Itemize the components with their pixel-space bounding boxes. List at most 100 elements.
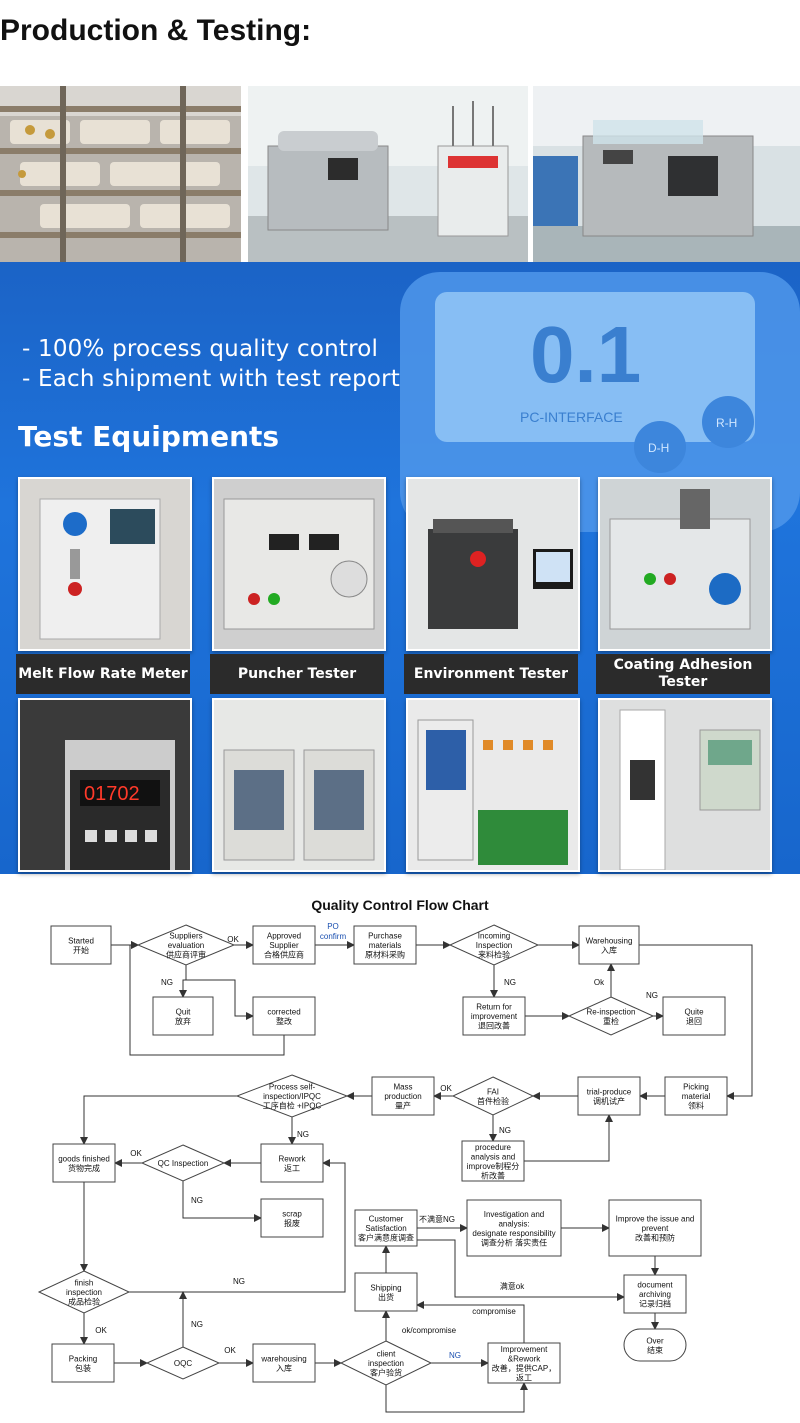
bullet-test-report: - Each shipment with test report <box>22 366 401 392</box>
flow-node-text: 量产 <box>395 1101 411 1111</box>
flow-edge <box>129 1159 346 1293</box>
photo-salt-spray <box>533 86 800 262</box>
meter-button-left: D-H <box>648 441 669 455</box>
flow-node-text: 退回改善 <box>478 1021 510 1031</box>
flow-node-text: document <box>637 1281 673 1290</box>
page-title: Production & Testing: <box>0 14 312 47</box>
flow-node-text: procedure <box>475 1143 512 1152</box>
flow-node-text: warehousing <box>260 1354 306 1363</box>
flow-node-text: Warehousing <box>586 936 633 945</box>
flow-node-text: 改善和预防 <box>635 1233 675 1243</box>
flow-edge-label: NG <box>646 991 658 1000</box>
flow-node-text: 报废 <box>284 1218 300 1228</box>
flow-edge-label: OK <box>95 1326 107 1335</box>
flow-node-text: Purchase <box>368 932 402 941</box>
flow-node-text: 返工 <box>516 1373 532 1382</box>
equipment-label-melt-flow: Melt Flow Rate Meter <box>16 654 190 694</box>
flow-node-text: 放弃 <box>175 1016 191 1026</box>
flow-edge-label: compromise <box>472 1307 516 1316</box>
flow-node-text: Inspection <box>476 941 512 950</box>
meter-interface-label: PC-INTERFACE <box>520 409 623 425</box>
section-title: Test Equipments <box>18 420 280 453</box>
equipment-label-puncher: Puncher Tester <box>210 654 384 694</box>
photo-parts-rack <box>0 86 241 262</box>
flow-node-text: improvement <box>471 1012 518 1021</box>
flow-node-text: inspection <box>368 1359 404 1368</box>
meter-reading: 0.1 <box>530 310 641 399</box>
flow-node-text: analysis and <box>471 1152 515 1161</box>
equipment-photo-bend-tester <box>406 698 580 872</box>
flow-node-text: Quite <box>684 1007 704 1016</box>
display-reading: 01702 <box>84 783 140 805</box>
flow-node-text: 入库 <box>276 1363 292 1373</box>
flow-node-text: Over <box>646 1336 664 1345</box>
flow-edge <box>385 1382 528 1413</box>
flow-edge <box>182 1181 262 1222</box>
flow-node-text: Started <box>68 936 94 945</box>
flow-edge-label: PO <box>327 922 339 931</box>
flow-node-text: Satisfaction <box>365 1224 406 1233</box>
flow-node-text: QC Inspection <box>158 1159 209 1168</box>
flow-node-text: 工序自检 +IPQC <box>263 1101 322 1111</box>
flow-node-text: FAI <box>487 1087 499 1096</box>
flow-node-text: materials <box>369 941 401 950</box>
flow-node-text: Return for <box>476 1003 512 1012</box>
flow-node-text: 合格供应商 <box>264 950 304 960</box>
flow-edge-label: ok/compromise <box>402 1326 457 1335</box>
flow-node-text: 供应商评审 <box>166 950 206 960</box>
flow-edge-label: NG <box>297 1130 309 1139</box>
flow-node-text: 客户满意度调查 <box>358 1233 414 1243</box>
flow-node-text: Supplier <box>269 941 299 950</box>
flow-node-text: corrected <box>267 1007 300 1016</box>
meter-button-right: R-H <box>716 416 737 430</box>
flow-node-text: finish <box>75 1279 94 1288</box>
flow-edge-label: NG <box>504 978 516 987</box>
multimeter-illustration: 0.1 PC-INTERFACE D-H R-H <box>400 272 800 532</box>
flow-edge <box>416 1301 525 1343</box>
flow-edge-label: NG <box>449 1351 461 1360</box>
flow-edge-label: NG <box>161 978 173 987</box>
flow-node-text: 首件检验 <box>477 1096 509 1106</box>
flowchart-title: Quality Control Flow Chart <box>311 897 489 913</box>
flow-node-text: inspection <box>66 1288 102 1297</box>
flow-edge-label: OK <box>224 1346 236 1355</box>
flow-edge-label: confirm <box>320 932 347 941</box>
flow-node-text: 调机试产 <box>593 1096 625 1106</box>
flow-node-text: evaluation <box>168 941 204 950</box>
flow-node-text: Investigation and <box>484 1210 545 1219</box>
flow-edge <box>80 1095 237 1145</box>
flow-node-text: scrap <box>282 1209 302 1218</box>
flow-node-text: prevent <box>642 1224 669 1233</box>
flow-node-text: 析改善 <box>481 1170 505 1180</box>
flow-node-text: 成品检验 <box>68 1297 100 1307</box>
flow-edge-label: 满意ok <box>500 1281 525 1291</box>
flow-edge <box>179 965 187 998</box>
flow-edge <box>639 944 753 1100</box>
flow-edge <box>417 1239 625 1301</box>
flow-node-text: 领料 <box>688 1101 704 1111</box>
flow-edge-label: NG <box>499 1126 511 1135</box>
